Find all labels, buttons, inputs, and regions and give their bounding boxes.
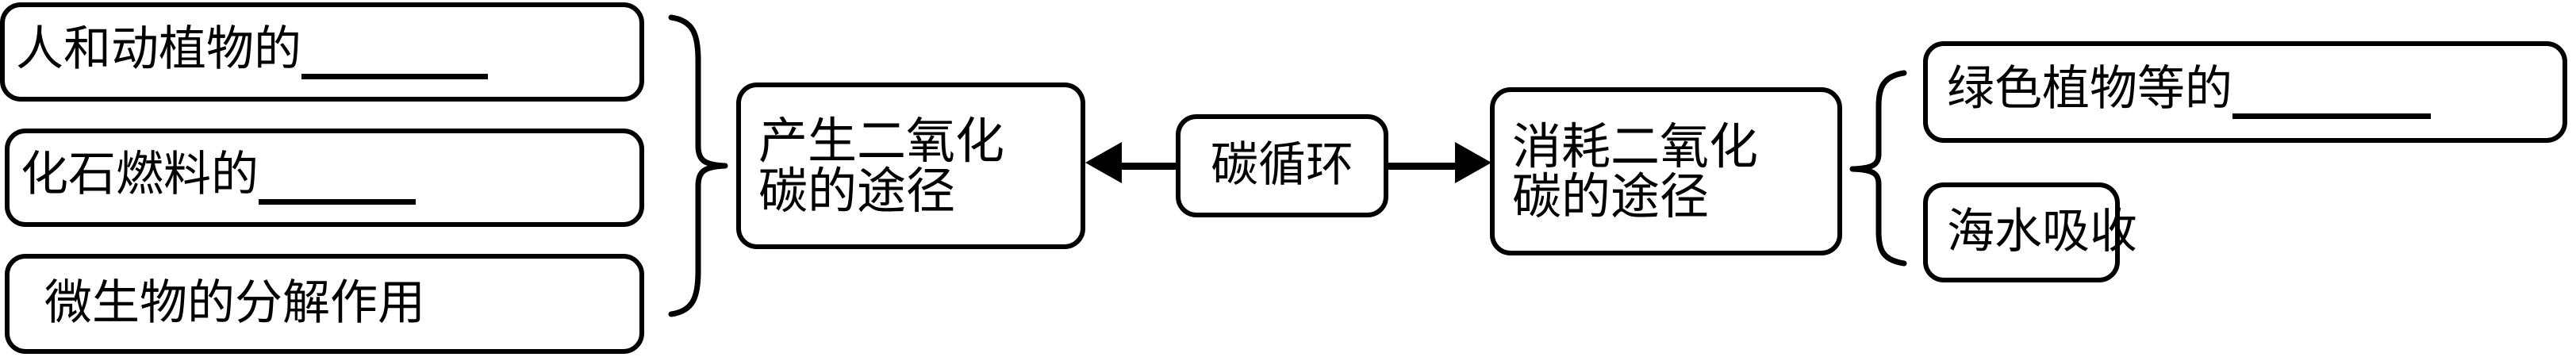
source-box-human-animal-plant: 人和动植物的 xyxy=(0,2,644,102)
source-text: 人和动植物的 xyxy=(16,25,639,79)
hub-label: 碳循环 xyxy=(1211,137,1353,194)
left-curly-brace xyxy=(666,14,730,317)
arrow-shaft xyxy=(1119,163,1179,170)
fill-in-blank[interactable] xyxy=(2232,113,2431,119)
pathway-text-line1: 消耗二氧化 xyxy=(1512,117,1759,175)
pathway-text-line2: 碳的途径 xyxy=(1512,167,1710,225)
fill-in-blank[interactable] xyxy=(259,199,416,205)
hub-box-carbon-cycle: 碳循环 xyxy=(1176,114,1388,217)
sink-box-seawater-absorption: 海水吸收 xyxy=(1923,182,2137,282)
sink-text: 海水吸收 xyxy=(1947,204,2137,260)
source-box-microbial-decomposition: 微生物的分解作用 xyxy=(5,254,644,354)
pathway-box-co2-consumption: 消耗二氧化 碳的途径 xyxy=(1490,87,1842,255)
fill-in-blank[interactable] xyxy=(301,73,488,79)
right-curly-brace xyxy=(1849,70,1909,267)
sink-text: 绿色植物等的 xyxy=(1947,64,2563,119)
sink-box-green-plants: 绿色植物等的 xyxy=(1923,41,2567,143)
source-box-fossil-fuel: 化石燃料的 xyxy=(5,129,644,227)
arrow-head xyxy=(1085,142,1122,183)
pathway-text-line1: 产生二氧化 xyxy=(758,111,1005,170)
pathway-box-co2-production: 产生二氧化 碳的途径 xyxy=(736,83,1085,249)
arrow-shaft xyxy=(1385,163,1457,170)
arrow-head xyxy=(1455,142,1491,183)
pathway-text-line2: 碳的途径 xyxy=(758,162,956,220)
source-text: 化石燃料的 xyxy=(21,150,639,205)
source-text: 微生物的分解作用 xyxy=(44,275,425,332)
